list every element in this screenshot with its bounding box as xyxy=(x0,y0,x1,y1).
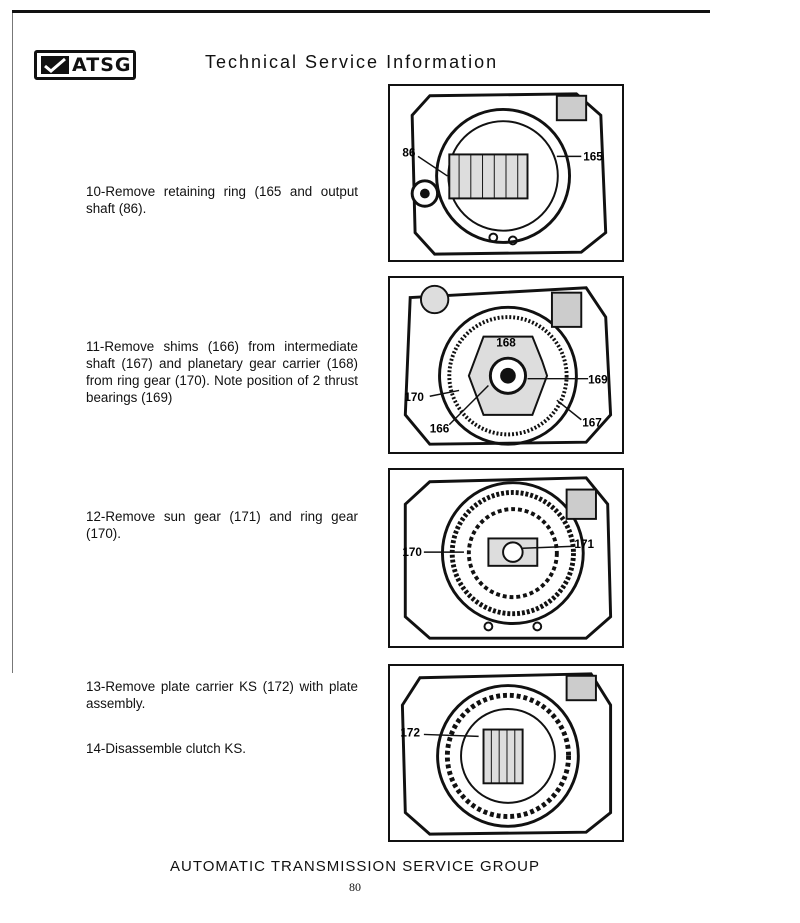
callout-172: 172 xyxy=(400,726,420,739)
page-title: Technical Service Information xyxy=(205,52,499,72)
figure-sun-ring-gear: 170 171 xyxy=(388,468,624,648)
figure-output-shaft: 86 165 xyxy=(388,84,624,262)
left-margin-rule xyxy=(12,13,13,673)
logo-text: ATSG xyxy=(72,54,132,76)
page-number: 80 xyxy=(349,880,361,894)
callout-165: 165 xyxy=(583,150,603,163)
footer-title: AUTOMATIC TRANSMISSION SERVICE GROUP xyxy=(170,858,540,875)
output-shaft-illustration: 86 165 xyxy=(402,92,608,256)
callout-166: 166 xyxy=(430,422,450,435)
step-10-text: 10-Remove retaining ring (165 and output… xyxy=(86,184,358,216)
callout-170: 170 xyxy=(402,546,422,559)
atsg-logo: ATSG xyxy=(34,50,136,80)
callout-169: 169 xyxy=(588,374,608,387)
top-rule xyxy=(12,10,710,13)
callout-171: 171 xyxy=(574,538,594,551)
callout-167: 167 xyxy=(582,417,602,430)
step-14-text: 14-Disassemble clutch KS. xyxy=(86,741,247,756)
figure-planetary-carrier: 168 169 170 166 167 xyxy=(388,276,624,454)
sun-ring-gear-illustration: 170 171 xyxy=(402,476,613,640)
step-11-text: 11-Remove shims (166) from intermediate … xyxy=(86,339,358,405)
planetary-carrier-illustration: 168 169 170 166 167 xyxy=(403,284,613,446)
step-13-text: 13-Remove plate carrier KS (172) with pl… xyxy=(86,679,358,711)
callout-170: 170 xyxy=(404,391,424,404)
callout-168: 168 xyxy=(496,336,516,349)
checkmark-icon xyxy=(41,56,69,74)
step-12-text: 12-Remove sun gear (171) and ring gear (… xyxy=(86,509,358,541)
figure-plate-carrier: 172 xyxy=(388,664,624,842)
callout-86: 86 xyxy=(402,146,416,159)
plate-carrier-illustration: 172 xyxy=(400,672,613,836)
